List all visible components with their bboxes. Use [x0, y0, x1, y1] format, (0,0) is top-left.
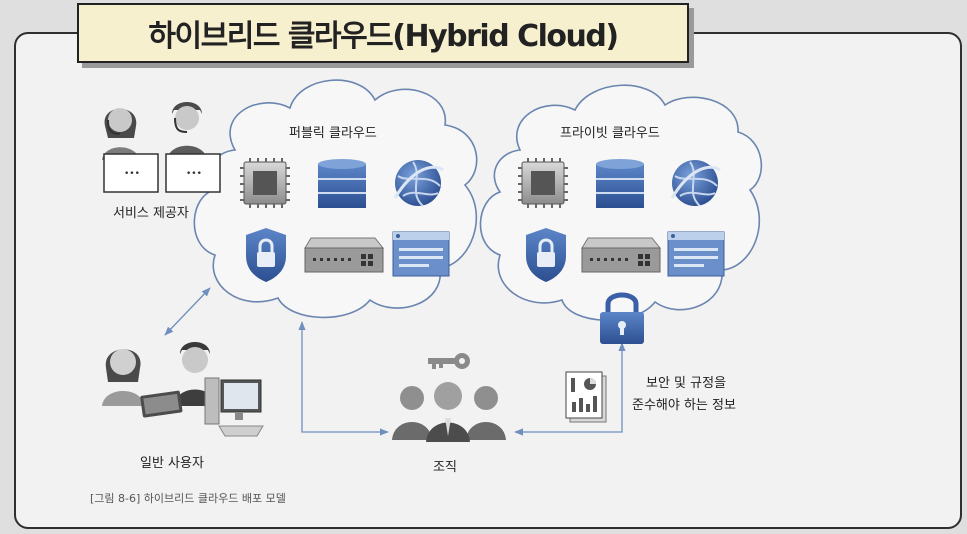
- organization-label: 조직: [433, 460, 457, 475]
- service-provider-figures: ••• •••: [102, 102, 221, 193]
- page-title: 하이브리드 클라우드(Hybrid Cloud): [148, 19, 619, 54]
- cpu-icon: [518, 158, 568, 208]
- desktop-computer-icon: [204, 377, 264, 437]
- database-icon: [596, 159, 644, 208]
- private-cloud-label: 프라이빗 클라우드: [560, 126, 660, 141]
- shield-lock-icon: [246, 228, 286, 282]
- arrow-user-to-public: [164, 287, 211, 336]
- organization-figures: [392, 382, 506, 442]
- general-user-figures: [102, 342, 264, 437]
- padlock-icon: [600, 292, 644, 344]
- network-switch-icon: [304, 237, 385, 273]
- title-banner: 하이브리드 클라우드(Hybrid Cloud): [77, 3, 689, 63]
- key-icon: [428, 353, 470, 369]
- cpu-icon: [240, 158, 290, 208]
- browser-window-icon: [667, 231, 725, 277]
- laptop-icon: •••: [165, 153, 221, 193]
- network-switch-icon: [581, 237, 662, 273]
- service-provider-label: 서비스 제공자: [113, 206, 189, 221]
- report-icon: [565, 371, 607, 423]
- database-icon: [318, 159, 366, 208]
- browser-window-icon: [392, 231, 450, 277]
- diagram-frame: [14, 32, 962, 529]
- svg-text:•••: •••: [124, 169, 140, 179]
- general-user-label: 일반 사용자: [140, 456, 204, 471]
- globe-icon: [393, 160, 444, 207]
- security-note-line1: 보안 및 규정을: [646, 376, 727, 391]
- globe-icon: [670, 160, 721, 207]
- svg-text:•••: •••: [186, 169, 202, 179]
- public-cloud-label: 퍼블릭 클라우드: [289, 126, 377, 141]
- tablet-icon: [140, 390, 183, 418]
- laptop-icon: •••: [103, 153, 159, 193]
- figure-caption: [그림 8-6] 하이브리드 클라우드 배포 모델: [90, 492, 286, 505]
- arrow-private-to-org: [514, 342, 626, 436]
- shield-lock-icon: [526, 228, 566, 282]
- security-note-line2: 준수해야 하는 정보: [632, 398, 736, 413]
- arrow-public-to-org: [298, 321, 389, 436]
